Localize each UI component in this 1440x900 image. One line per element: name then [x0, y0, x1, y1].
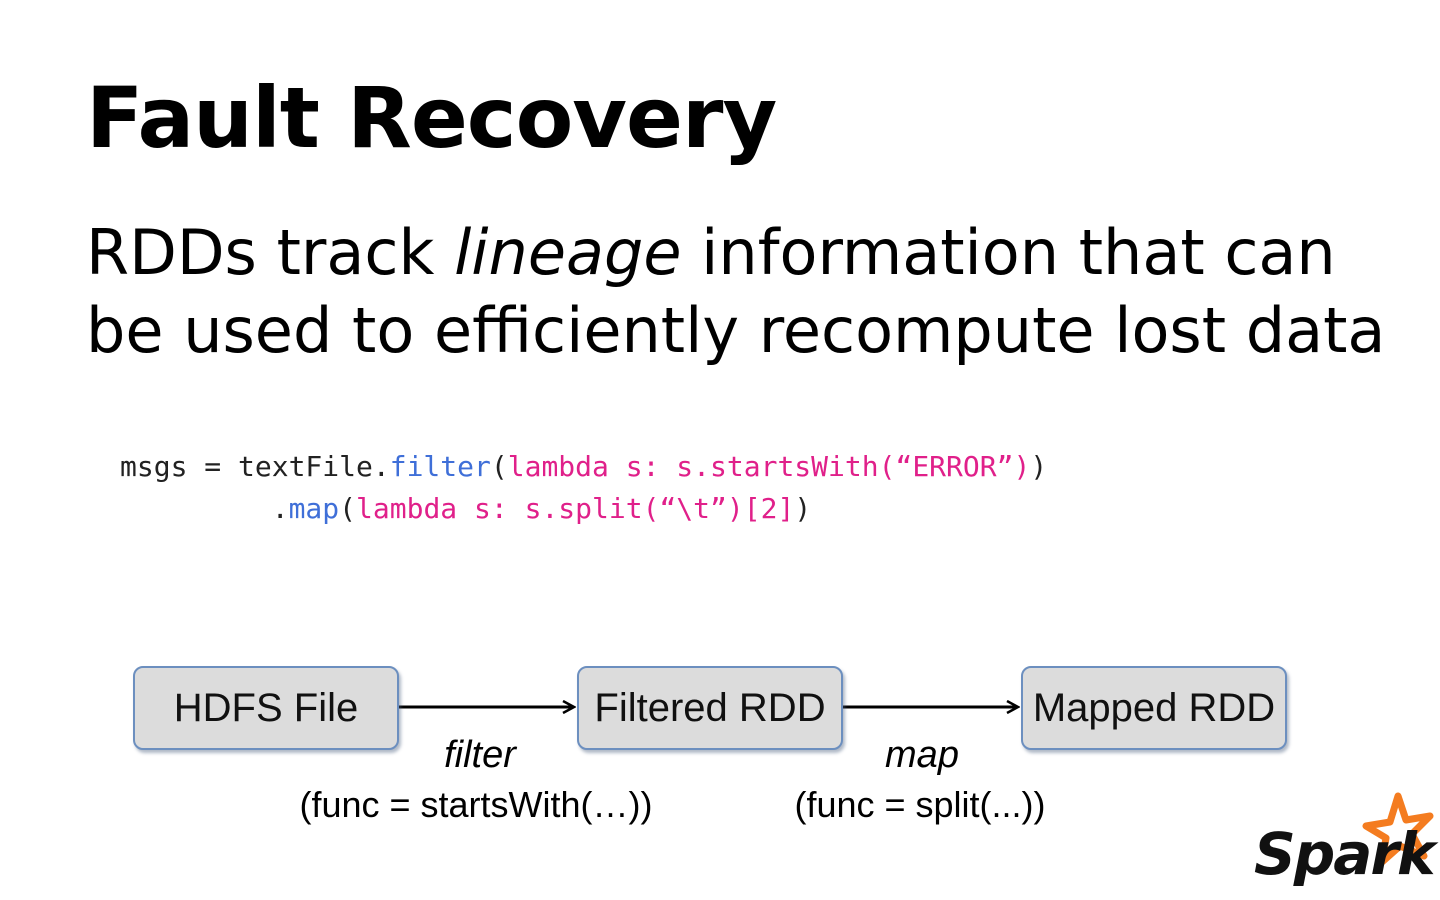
slide-body: RDDs track lineage information that can … — [86, 214, 1386, 370]
body-text-start: RDDs track — [86, 216, 455, 289]
code-paren-open: ( — [490, 450, 508, 483]
spark-logo: Spark — [1250, 790, 1436, 895]
code-paren-close: ) — [1030, 450, 1048, 483]
code-lambda-map: lambda s: s.split(“\t”)[2] — [356, 492, 795, 525]
edge-label-map: map — [885, 734, 959, 776]
code-line-1: msgs = textFile.filter(lambda s: s.start… — [120, 446, 1047, 488]
node-filtered-rdd: Filtered RDD — [577, 666, 843, 750]
code-line-2: .map(lambda s: s.split(“\t”)[2]) — [120, 488, 1047, 530]
node-hdfs-file: HDFS File — [133, 666, 399, 750]
edge-func-map: (func = split(...)) — [794, 784, 1046, 825]
code-paren-open: ( — [339, 492, 357, 525]
slide-title: Fault Recovery — [86, 69, 777, 167]
code-lambda-filter: lambda s: s.startsWith(“ERROR”) — [507, 450, 1031, 483]
spark-logo-text: Spark — [1254, 820, 1436, 888]
spark-star-icon — [1362, 792, 1434, 866]
code-assignment: msgs = textFile. — [120, 450, 390, 483]
body-emphasis: lineage — [454, 216, 682, 289]
body-text-end: information that can be used to efficien… — [86, 216, 1386, 367]
edge-func-filter: (func = startsWith(…)) — [299, 784, 653, 825]
node-mapped-rdd: Mapped RDD — [1021, 666, 1287, 750]
code-method-map: map — [288, 492, 340, 525]
edge-label-filter: filter — [444, 734, 516, 776]
code-method-filter: filter — [389, 450, 491, 483]
code-paren-close: ) — [794, 492, 812, 525]
code-indent-dot: . — [120, 492, 289, 525]
code-snippet: msgs = textFile.filter(lambda s: s.start… — [120, 446, 1047, 530]
